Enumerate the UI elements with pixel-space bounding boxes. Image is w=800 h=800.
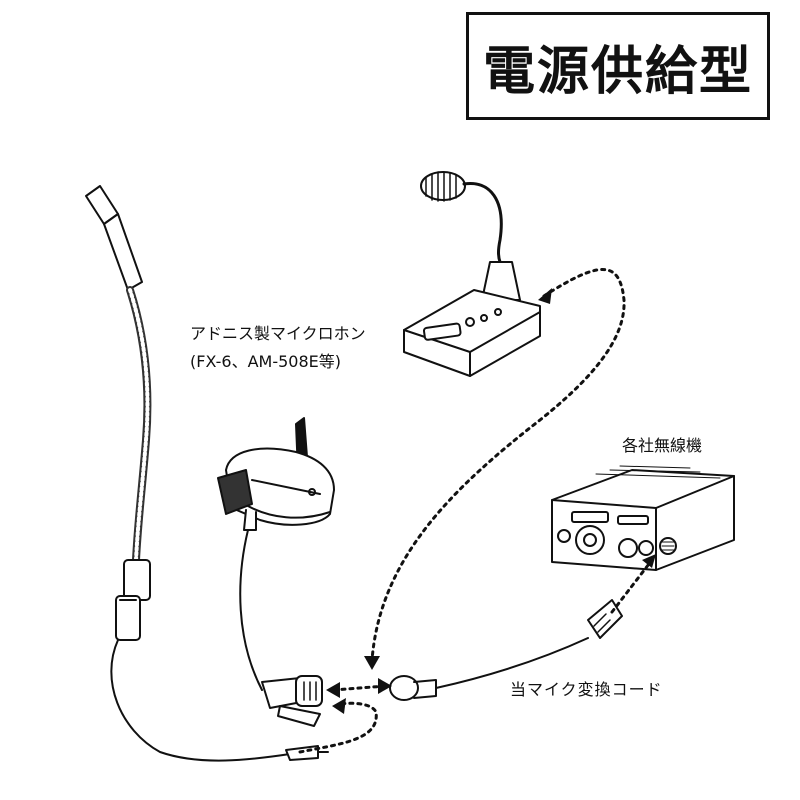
cord-label: 当マイク変換コード bbox=[510, 676, 663, 700]
title-box: 電源供給型 bbox=[466, 12, 770, 120]
microphone-label: アドニス製マイクロホン bbox=[190, 320, 366, 344]
joystick-base bbox=[218, 418, 334, 690]
radio-label: 各社無線機 bbox=[622, 432, 702, 456]
page-title: 電源供給型 bbox=[483, 29, 753, 104]
conversion-cord bbox=[262, 600, 622, 726]
radio-transceiver bbox=[552, 466, 734, 570]
microphone-models-label: (FX-6、AM-508E等) bbox=[190, 348, 341, 372]
mini-plug bbox=[286, 746, 328, 760]
desk-microphone bbox=[404, 172, 540, 376]
